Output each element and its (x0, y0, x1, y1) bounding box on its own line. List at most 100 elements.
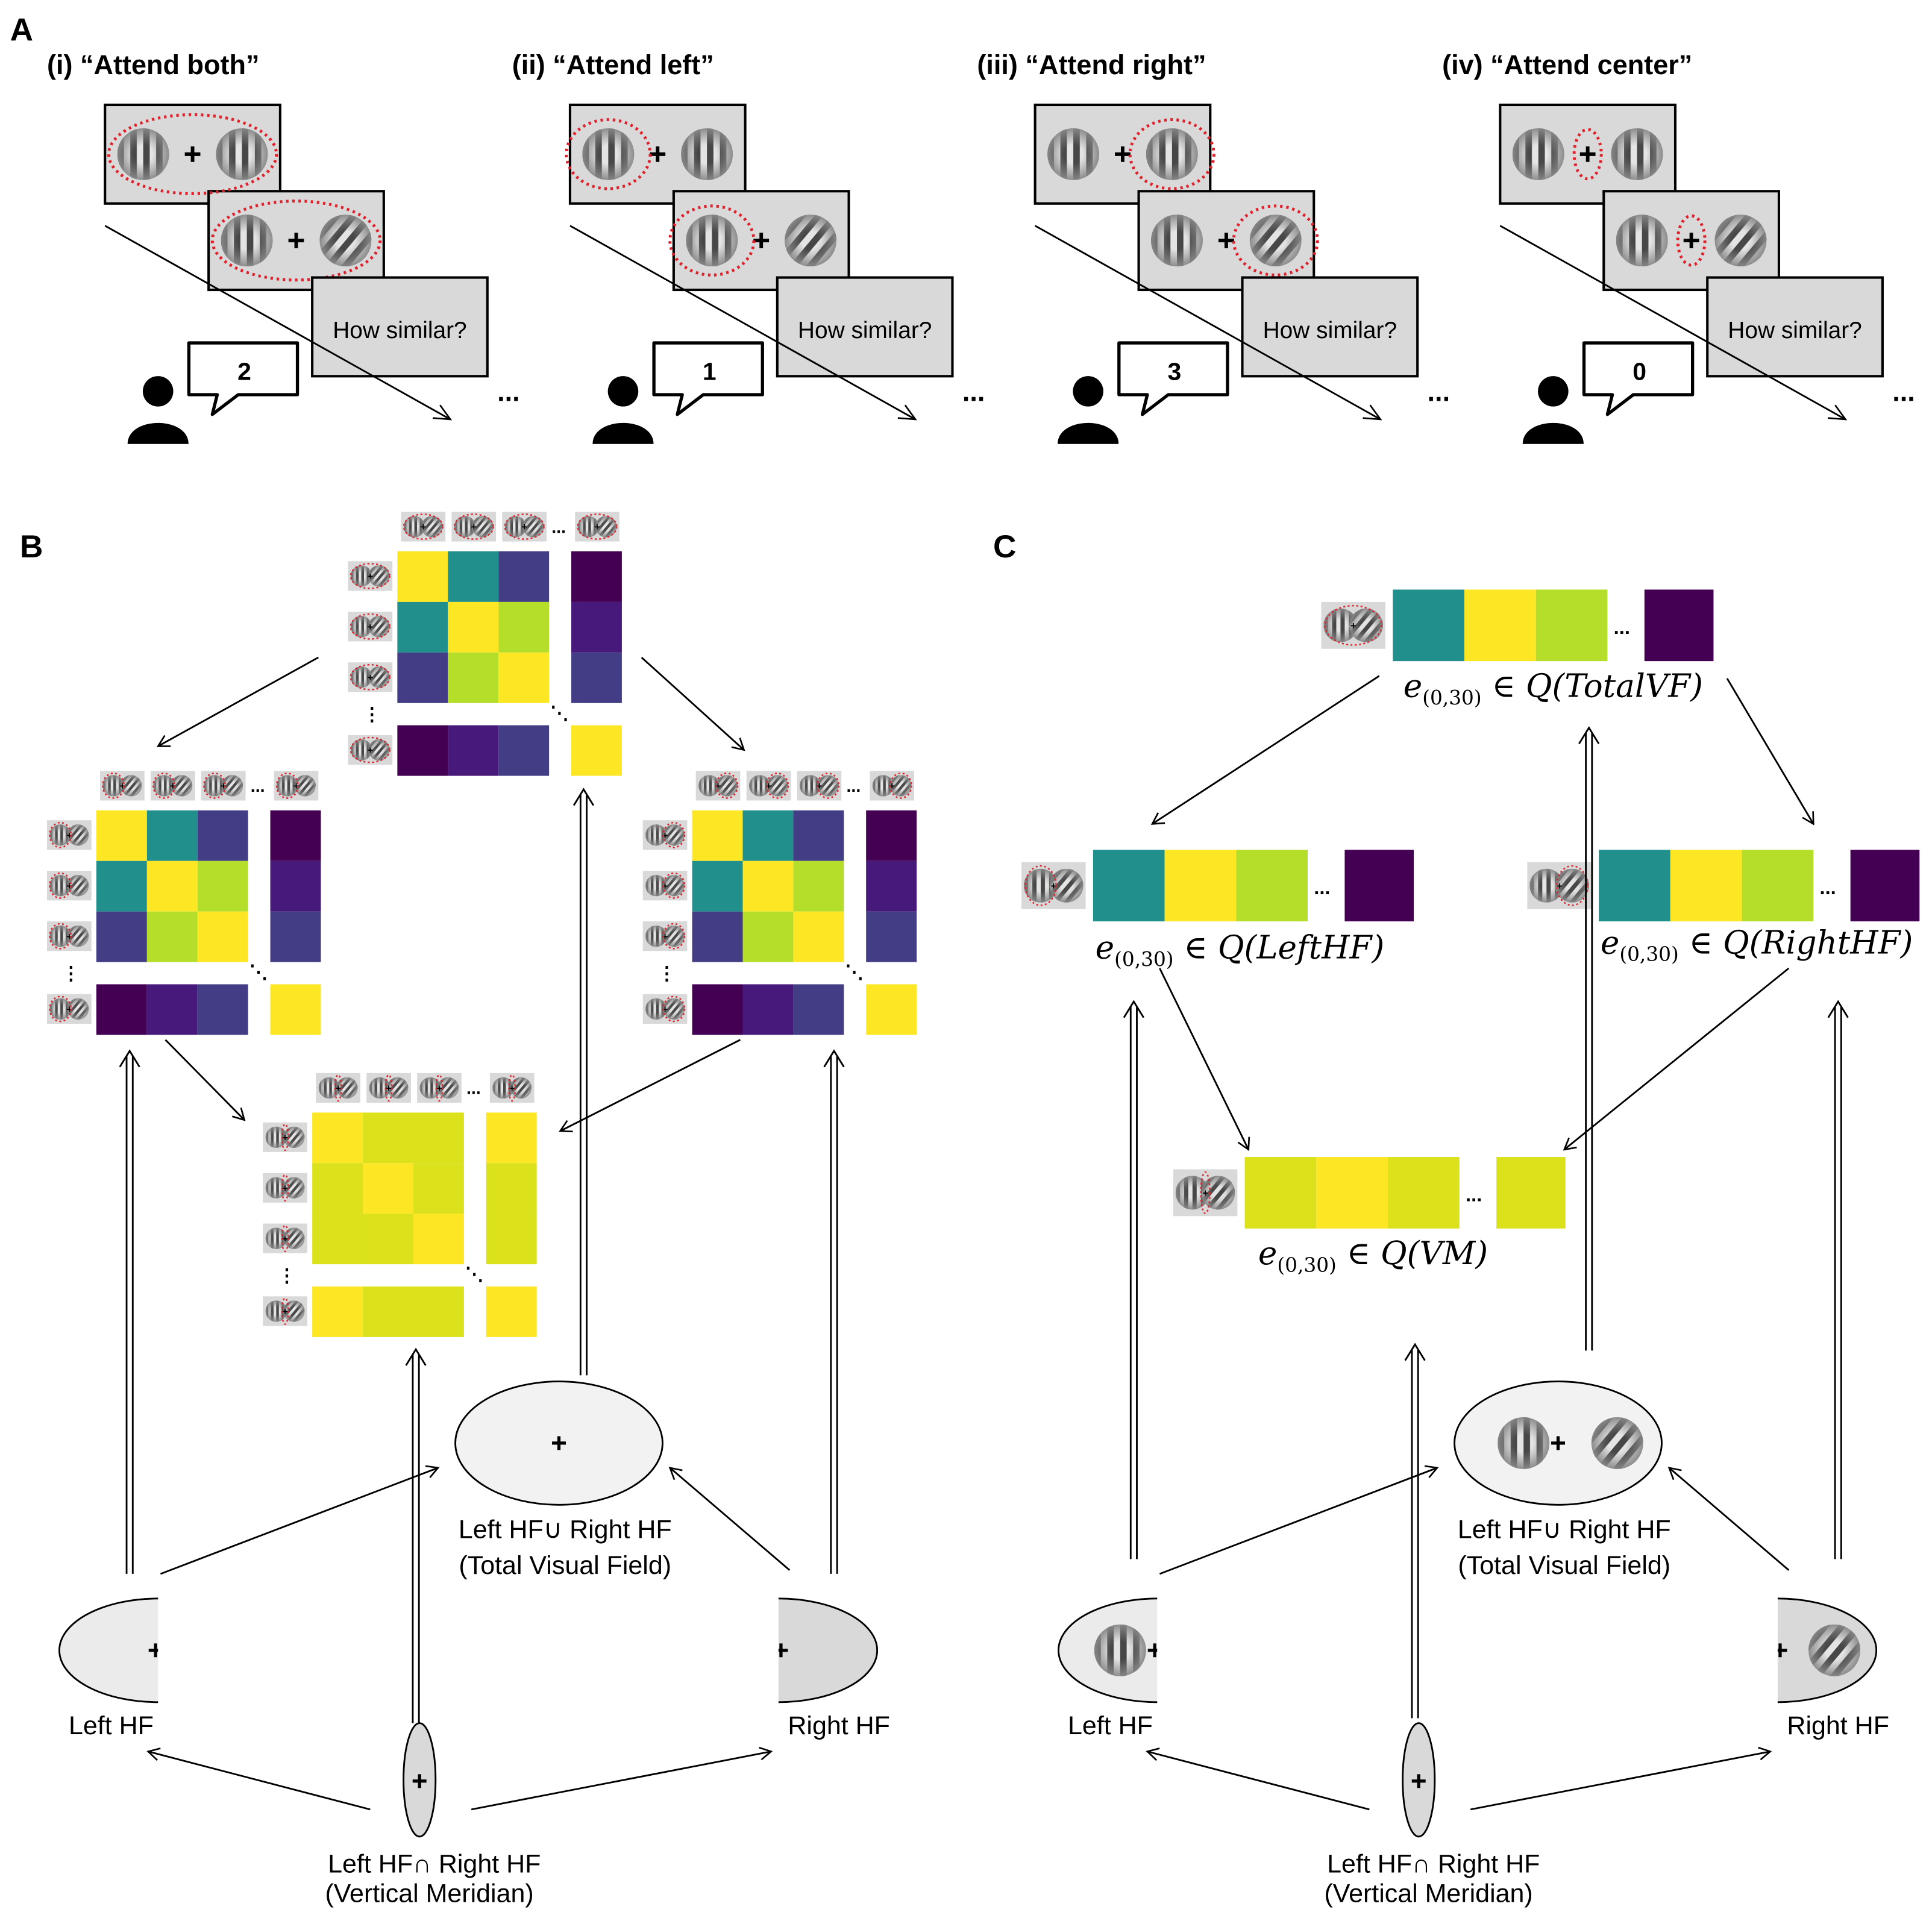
matrix-cell (793, 984, 844, 1035)
fixation-cross-icon: + (282, 1132, 288, 1143)
vector-cell (1496, 1157, 1566, 1229)
gabor-patch-icon (1611, 128, 1663, 180)
stimulus-thumbnail: + (274, 771, 319, 801)
right-hf-vector: +... (1527, 850, 1920, 922)
fixation-cross-icon: + (889, 781, 895, 792)
arrow-icon (641, 656, 745, 751)
matrix-cell (413, 1163, 464, 1214)
matrix-ellipsis-v: ⋮ (278, 1265, 296, 1286)
rating-value: 1 (703, 357, 717, 385)
similarity-prompt: How similar? (798, 318, 932, 343)
embedding-symbol: e (1096, 929, 1115, 966)
fixation-cross-icon: + (662, 881, 668, 892)
stimulus-thumbnail: + (502, 512, 547, 542)
total-vf-vector: +... (1321, 589, 1714, 662)
matrix-cell (96, 810, 147, 861)
matrix-cell (486, 1286, 537, 1337)
vector-ellipsis: ... (1819, 876, 1836, 898)
stimulus-thumbnail: + (451, 512, 497, 542)
fixation-cross-icon: + (170, 781, 176, 792)
attention-ellipse (504, 513, 545, 540)
response-frame (776, 276, 954, 378)
matrix-cell (312, 1112, 363, 1164)
matrix-cell (413, 1214, 464, 1265)
arrow-icon (471, 1746, 773, 1811)
matrix-ellipsis-h: ... (466, 1079, 481, 1098)
similarity-prompt: How similar? (333, 318, 467, 343)
gabor-patch-icon (1498, 1417, 1550, 1469)
matrix-ellipsis-v: ⋮ (363, 703, 381, 724)
attention-ellipse (508, 1074, 516, 1102)
fixation-cross-icon: + (662, 1004, 668, 1015)
left-hf-matrix: ++++++++...⋮⋱ (47, 771, 321, 1035)
panel-label-b: B (20, 529, 43, 565)
vector-cell (1670, 850, 1742, 922)
arrow-icon (156, 656, 319, 747)
speech-bubble-icon (652, 341, 764, 416)
gabor-patch-icon (1591, 1417, 1643, 1469)
matrix-cell (793, 860, 844, 912)
right-hemifield (1777, 1597, 1878, 1703)
vector-cell (1388, 1157, 1460, 1229)
matrix-cell (571, 725, 622, 776)
matrix-cell (793, 911, 844, 962)
time-arrow-icon (1034, 225, 1382, 421)
matrix-cell (197, 984, 248, 1035)
stimulus-thumbnail: + (47, 871, 92, 901)
matrix-cell (486, 1163, 537, 1214)
stimulus-thumbnail: + (870, 771, 915, 801)
fixation-cross-icon: + (1350, 621, 1356, 631)
fixation-cross-icon: + (1202, 1188, 1208, 1199)
embedding-left-label: e(0,30) ∈ Q(LeftHF) (1096, 929, 1385, 970)
arrow-icon (1563, 967, 1790, 1151)
vector-cell (1393, 589, 1464, 662)
fixation-cross-icon: + (471, 522, 477, 533)
gabor-patch-icon (582, 128, 635, 180)
stimulus-thumbnail: + (1173, 1169, 1238, 1217)
time-arrow-icon (1499, 225, 1848, 421)
matrix-cell (692, 911, 743, 962)
panel-c-embeddings: +...+...+...+...e(0,30) ∈ Q(TotalVF)e(0,… (1021, 589, 1920, 1908)
matrix-cell (692, 984, 743, 1035)
matrix-ellipsis-d: ⋱ (550, 702, 569, 723)
rating-value: 3 (1168, 357, 1182, 385)
matrix-ellipsis-d: ⋱ (845, 961, 864, 982)
stimulus-thumbnail: + (489, 1073, 535, 1103)
matrix-cell (397, 725, 448, 776)
trial-panel-1: (i) “Attend both”How similar?...2 (47, 49, 520, 444)
vector-ellipsis: ... (1614, 616, 1630, 638)
gabor-patch-icon (1249, 215, 1302, 267)
matrix-cell (363, 1163, 413, 1214)
left-hf-label: Left HF (1068, 1711, 1153, 1740)
arrow-icon (165, 1039, 246, 1121)
trial-panel-3: (iii) “Attend right”How similar?...3 (977, 49, 1450, 444)
gabor-patch-icon (1146, 128, 1198, 180)
double-arrow-icon (119, 1049, 140, 1574)
fixation-cross-icon: + (662, 830, 668, 841)
condition-title: (iii) “Attend right” (977, 49, 1206, 80)
matrix-cell (413, 1112, 464, 1164)
attention-ellipse (1676, 214, 1707, 267)
panel-label-a: A (10, 13, 33, 48)
fixation-cross-icon: + (66, 932, 72, 942)
vector-cell (1244, 1157, 1317, 1229)
attention-ellipse (203, 773, 226, 799)
fixation-cross-icon: + (594, 522, 600, 533)
matrix-cell (96, 911, 147, 962)
attention-ellipse (565, 118, 652, 190)
matrix-cell (413, 1286, 464, 1337)
trial-panel-2: (ii) “Attend left”How similar?...1 (512, 49, 985, 444)
stimulus-thumbnail: + (575, 512, 619, 542)
stimulus-thumbnail: + (1321, 601, 1385, 649)
panel-b-matrices: ++++++++...⋮⋱++++++++...⋮⋱++++++++...⋮⋱+… (47, 512, 917, 1908)
fixation-cross-icon: + (662, 932, 668, 942)
left-hf-vector: +... (1021, 850, 1414, 922)
stimulus-thumbnail: + (47, 921, 92, 951)
attention-ellipse (889, 773, 912, 799)
attention-ellipse (107, 113, 278, 195)
arrow-icon (559, 1039, 741, 1133)
stimulus-thumbnail: + (150, 771, 195, 801)
stimulus-thumbnail: + (316, 1073, 360, 1103)
stimulus-thumbnail: + (263, 1296, 307, 1326)
fixation-cross-icon: + (521, 522, 527, 533)
